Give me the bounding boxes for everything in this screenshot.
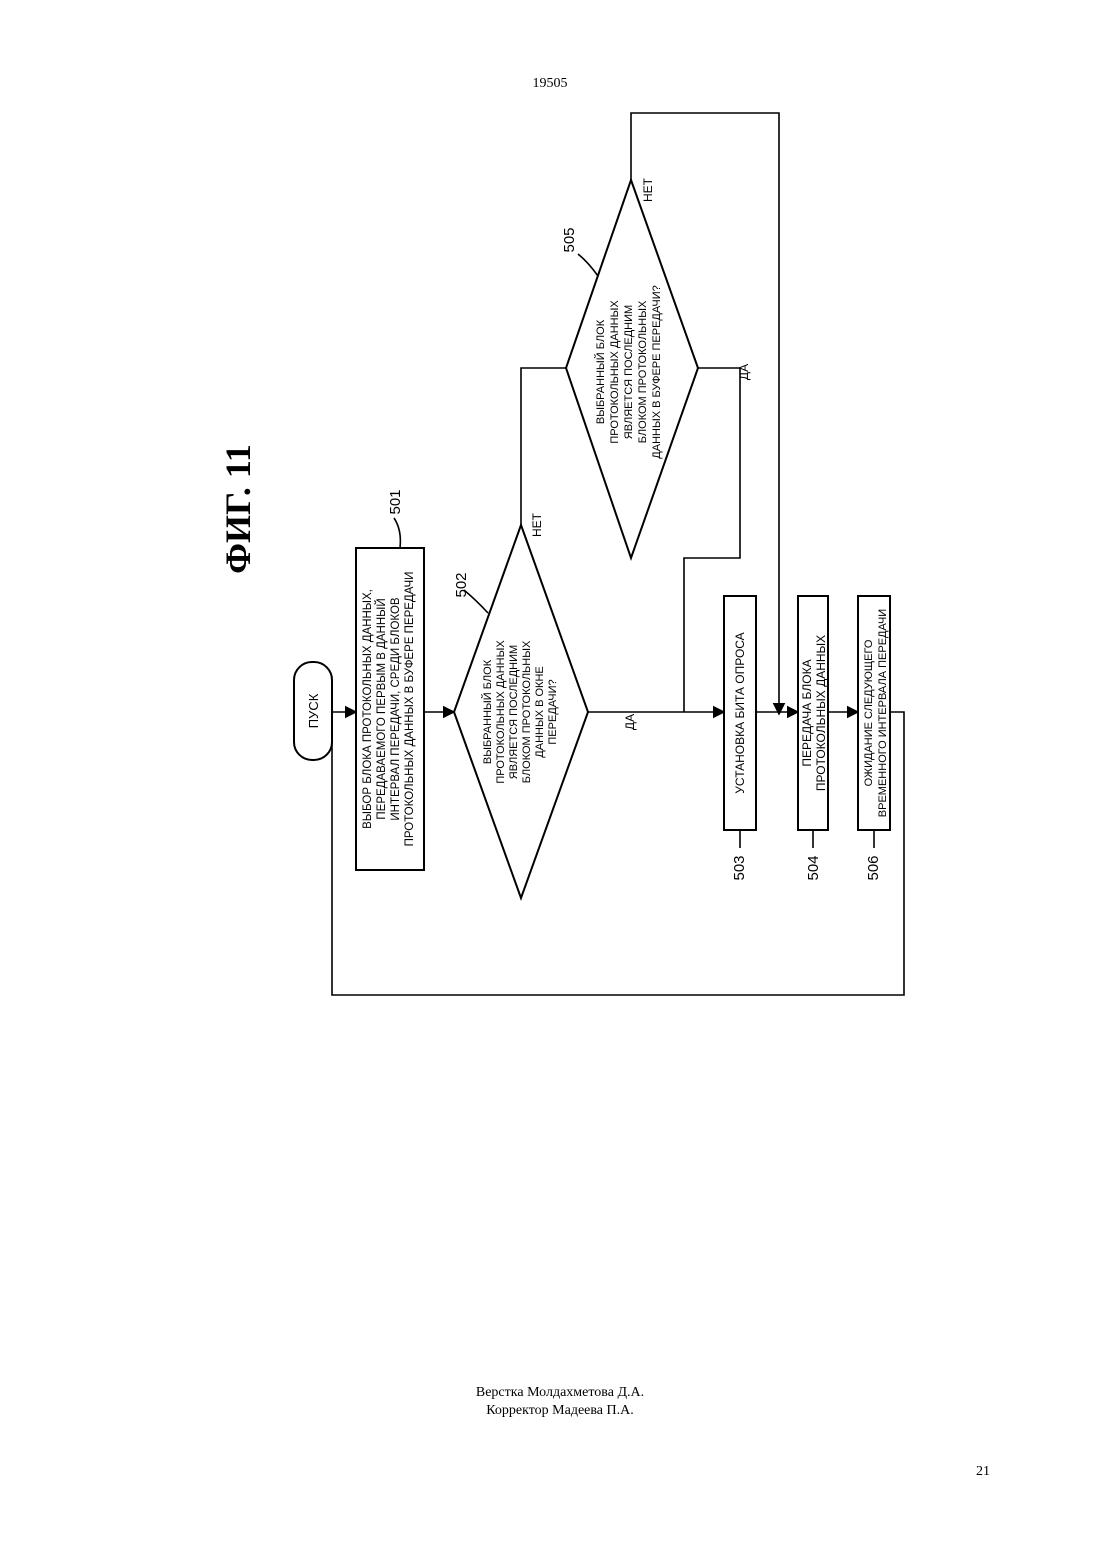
decision-505-line: ПРОТОКОЛЬНЫХ ДАННЫХ: [609, 300, 621, 444]
process-501-line: ПРОТОКОЛЬНЫХ ДАННЫХ В БУФЕРЕ ПЕРЕДАЧИ: [404, 572, 416, 847]
sheet-number: 21: [976, 1464, 990, 1480]
proofreader-credit: Корректор Мадеева П.А.: [0, 1402, 1100, 1420]
process-501-line: ВЫБОР БЛОКА ПРОТОКОЛЬНЫХ ДАННЫХ,: [362, 589, 374, 829]
layout-credit: Верстка Молдахметова Д.А.: [0, 1384, 1100, 1402]
process-503: УСТАНОВКА БИТА ОПРОСА 503: [724, 596, 756, 881]
process-501-line: ИНТЕРВАЛ ПЕРЕДАЧИ, СРЕДИ БЛОКОВ: [390, 597, 402, 820]
decision-505-line: БЛОКОМ ПРОТОКОЛЬНЫХ: [637, 300, 649, 443]
ref-503: 503: [731, 855, 748, 880]
ref-505: 505: [561, 227, 578, 252]
decision-502-line: БЛОКОМ ПРОТОКОЛЬНЫХ: [521, 640, 533, 783]
process-506-line: ВРЕМЕННОГО ИНТЕРВАЛА ПЕРЕДАЧИ: [877, 609, 889, 817]
ref-501: 501: [387, 489, 404, 514]
process-506-line: ОЖИДАНИЕ СЛЕДУЮЩЕГО: [863, 639, 875, 786]
decision-505-line: ВЫБРАННЫЙ БЛОК: [594, 319, 607, 424]
ref-502: 502: [453, 572, 470, 597]
decision-502-line: ДАННЫХ В ОКНЕ: [534, 666, 546, 757]
decision-505-yes-label: ДА: [737, 364, 751, 380]
figure-title: ФИГ. 11: [218, 444, 258, 574]
decision-505-line: ДАННЫХ В БУФЕРЕ ПЕРЕДАЧИ?: [651, 285, 663, 458]
process-504: ПЕРЕДАЧА БЛОКА ПРОТОКОЛЬНЫХ ДАННЫХ 504: [798, 596, 828, 881]
decision-502-no-label: НЕТ: [530, 512, 544, 537]
decision-502-line: ВЫБРАННЫЙ БЛОК: [481, 659, 494, 764]
decision-502-yes-label: ДА: [623, 714, 637, 730]
footer-credits: Верстка Молдахметова Д.А. Корректор Маде…: [0, 1384, 1100, 1420]
ref-506: 506: [865, 855, 882, 880]
ref-504: 504: [805, 855, 822, 880]
process-504-line: ПРОТОКОЛЬНЫХ ДАННЫХ: [814, 635, 828, 791]
process-503-line: УСТАНОВКА БИТА ОПРОСА: [733, 632, 747, 793]
process-501: ВЫБОР БЛОКА ПРОТОКОЛЬНЫХ ДАННЫХ, ПЕРЕДАВ…: [356, 489, 424, 870]
decision-502-line: ПРОТОКОЛЬНЫХ ДАННЫХ: [495, 640, 507, 784]
process-506: ОЖИДАНИЕ СЛЕДУЮЩЕГО ВРЕМЕННОГО ИНТЕРВАЛА…: [858, 596, 890, 881]
decision-505-no-label: НЕТ: [641, 177, 655, 202]
decision-502: ВЫБРАННЫЙ БЛОК ПРОТОКОЛЬНЫХ ДАННЫХ ЯВЛЯЕ…: [453, 512, 637, 898]
process-501-line: ПЕРЕДАВАЕМОГО ПЕРВЫМ В ДАННЫЙ: [375, 598, 388, 819]
decision-502-line: ПЕРЕДАЧИ?: [547, 679, 559, 744]
start-label: ПУСК: [306, 693, 321, 728]
decision-505-line: ЯВЛЯЕТСЯ ПОСЛЕДНИМ: [623, 305, 635, 439]
start-terminal: ПУСК: [294, 662, 332, 760]
process-504-line: ПЕРЕДАЧА БЛОКА: [800, 659, 814, 766]
decision-502-line: ЯВЛЯЕТСЯ ПОСЛЕДНИМ: [508, 645, 520, 779]
